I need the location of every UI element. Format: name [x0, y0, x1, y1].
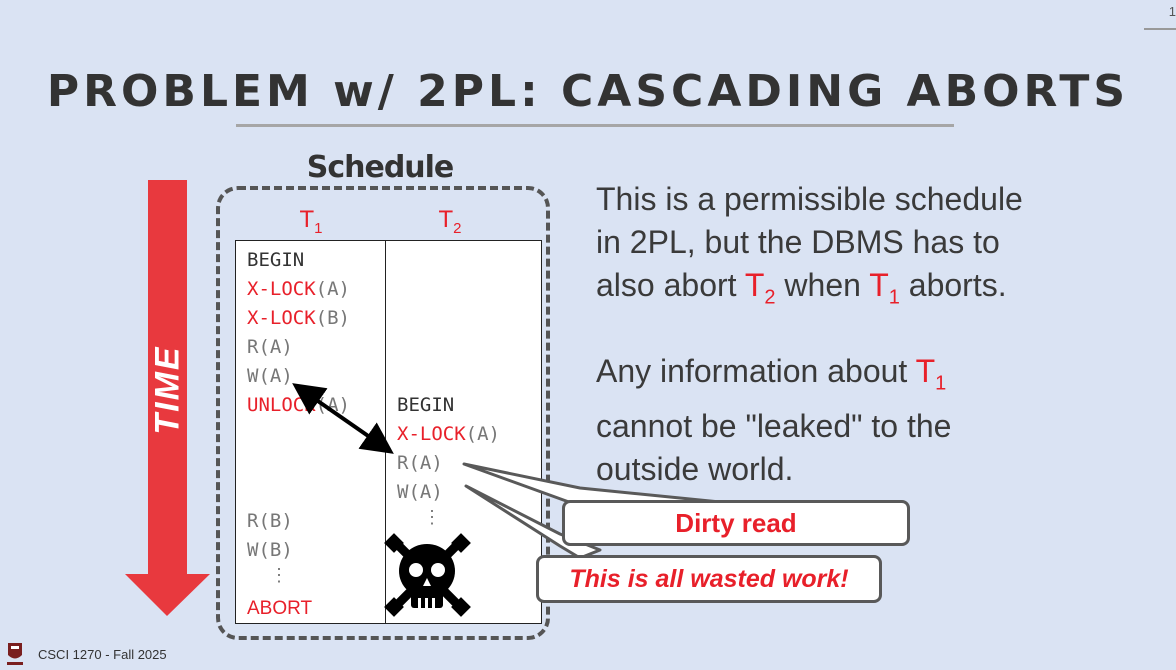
t1-abort: ABORT [247, 598, 313, 619]
t1-vdots: ⋮ [270, 565, 288, 586]
t1-begin: BEGIN [247, 249, 305, 271]
title-rule [236, 124, 954, 127]
slide-number: 1 [1168, 4, 1176, 19]
t1-read-a: R(A) [247, 336, 293, 358]
wasted-work-callout: This is all wasted work! [536, 555, 882, 603]
skull-crossbones-icon [384, 533, 471, 617]
t1-write-a: W(A) [247, 365, 293, 387]
explanation-paragraph-1: This is a permissible schedule in 2PL, b… [596, 178, 1023, 319]
t2-xlock-a-kw: X-LOCK [397, 423, 466, 445]
t1-xlock-b: X-LOCK(B) [247, 304, 350, 333]
dirty-read-callout: Dirty read [562, 500, 910, 546]
t1-xlock-a-arg: (A) [315, 278, 350, 300]
p2-line1a: Any information about [596, 353, 916, 389]
p2-line3: outside world. [596, 451, 794, 488]
p2-t1-base: T [915, 353, 936, 389]
p1-t2: T2 [744, 267, 776, 308]
p1-line1: This is a permissible schedule [596, 181, 1023, 217]
slide-title: PROBLEM w/ 2PL: CASCADING ABORTS [46, 66, 1130, 117]
t1-xlock-b-kw: X-LOCK [247, 307, 316, 329]
p2-line1: Any information about T1 [596, 350, 951, 405]
p1-t1: T1 [869, 267, 900, 308]
t2-xlock-a: X-LOCK(A) [397, 420, 500, 449]
t1-header: T1 [261, 206, 361, 237]
t1-header-sub: 1 [314, 219, 323, 237]
t1-header-base: T [299, 206, 315, 233]
schedule-label: Schedule [306, 150, 455, 185]
p1-t2-sub: 2 [764, 286, 776, 309]
p1-line3b: when [775, 267, 870, 303]
brown-shield-logo [7, 643, 23, 665]
t2-header: T2 [400, 206, 500, 237]
t2-vdots: ⋮ [423, 507, 441, 528]
p1-t2-base: T [744, 267, 765, 303]
dependency-double-arrow [292, 383, 394, 454]
t1-xlock-b-arg: (B) [315, 307, 350, 329]
p2-t1: T1 [915, 353, 947, 394]
p1-line3: also abort T2 when T1 aborts. [596, 264, 1023, 319]
p1-t1-sub: 1 [888, 286, 900, 309]
t1-xlock-a-kw: X-LOCK [247, 278, 316, 300]
p1-line3c: aborts. [899, 267, 1007, 303]
t1-write-b: W(B) [247, 539, 293, 561]
p1-line2: in 2PL, but the DBMS has to [596, 224, 1000, 260]
p2-t1-sub: 1 [935, 372, 947, 395]
schedule-dashed-box [216, 186, 550, 640]
t2-begin: BEGIN [397, 394, 455, 416]
p1-line3a: also abort [596, 267, 745, 303]
slide-number-rule [1144, 28, 1176, 30]
p1-t1-base: T [869, 267, 889, 303]
t2-header-sub: 2 [453, 219, 462, 237]
t1-read-b: R(B) [247, 510, 293, 532]
t1-xlock-a: X-LOCK(A) [247, 275, 350, 304]
t2-header-base: T [438, 206, 454, 233]
t2-read-a: R(A) [397, 452, 443, 474]
explanation-paragraph-2: Any information about T1 cannot be "leak… [596, 350, 951, 491]
p2-line2: cannot be "leaked" to the [596, 408, 952, 445]
t2-xlock-a-arg: (A) [465, 423, 500, 445]
time-arrow [125, 180, 210, 616]
footer-course: CSCI 1270 - Fall 2025 [38, 647, 167, 662]
t2-write-a: W(A) [397, 481, 443, 503]
